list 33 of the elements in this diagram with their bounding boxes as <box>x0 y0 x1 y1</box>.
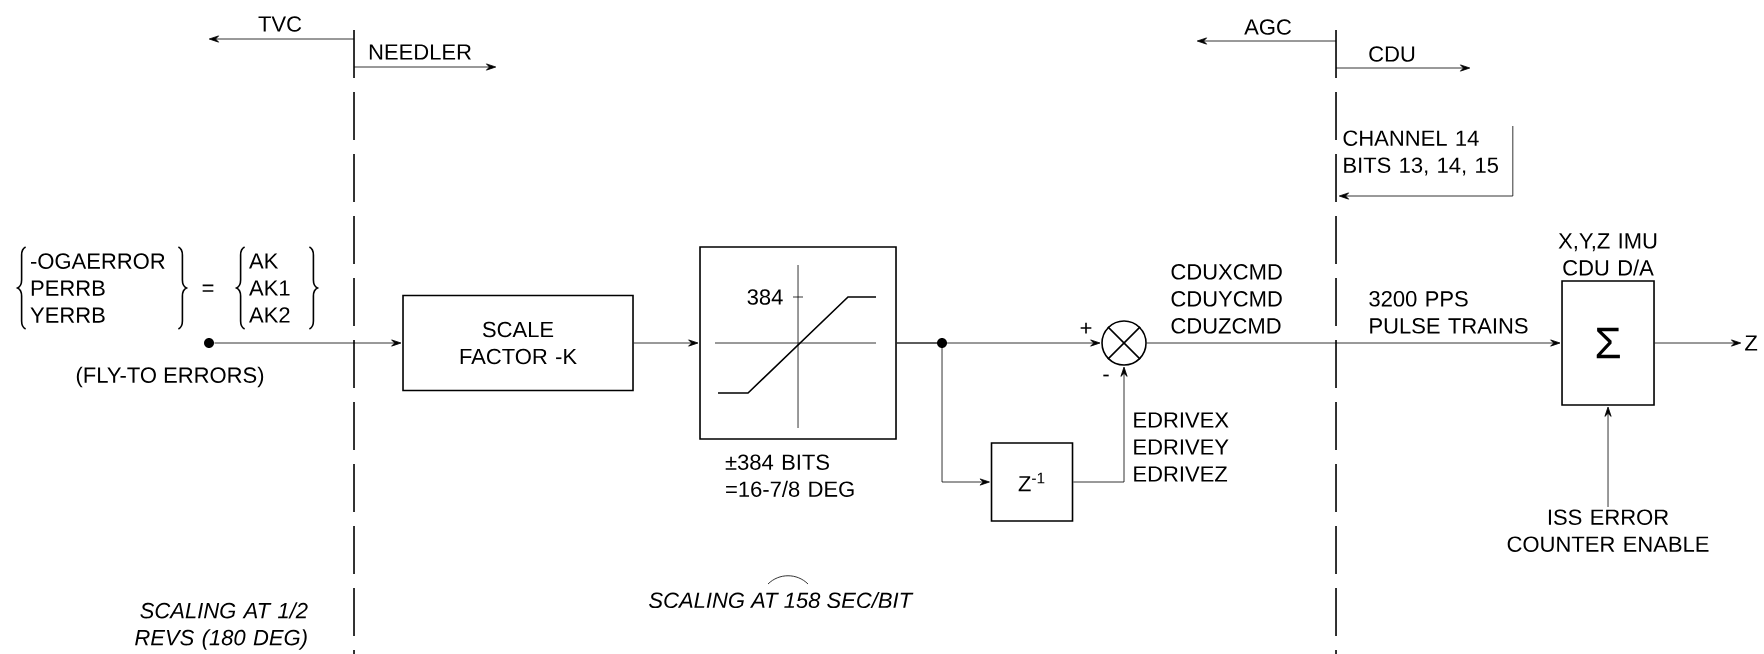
note: (FLY-TO ERRORS) <box>76 366 264 388</box>
delay-box: Z$^{-1}$ <box>990 442 1074 522</box>
sign-label: + <box>1080 322 1092 334</box>
interface-label: CDU <box>1369 46 1415 62</box>
braced-variable-list: -OGAERROR PERRB YERRB <box>16 246 188 330</box>
arrow <box>1072 366 1128 483</box>
summing-junction <box>1101 320 1147 366</box>
arrow <box>214 339 402 347</box>
arrow <box>1604 406 1612 508</box>
node-label: ±384 BITS =16-7/8 DEG <box>725 454 854 497</box>
arrow <box>633 339 699 347</box>
arrow <box>1338 125 1514 200</box>
interface-label: TVC <box>258 16 302 32</box>
scale-factor-box: SCALE FACTOR -K <box>402 294 634 392</box>
sign-label: - <box>1103 374 1109 377</box>
summation-box: Σ <box>1561 280 1655 406</box>
interface-label: AGC <box>1244 19 1292 35</box>
channel-label: CHANNEL 14 BITS 13, 14, 15 <box>1343 130 1498 176</box>
input-label: ISS ERROR COUNTER ENABLE <box>1507 509 1709 552</box>
arrow <box>1654 339 1742 347</box>
braced-variable-list: AK AK1 AK2 <box>235 246 319 330</box>
arrow <box>1146 339 1561 347</box>
node-label: X,Y,Z IMU CDU D/A <box>1558 233 1657 276</box>
signal-label: EDRIVEX EDRIVEY EDRIVEZ <box>1134 412 1229 482</box>
signal-label: CDUXCMD CDUYCMD CDUZCMD <box>1171 264 1282 334</box>
equals-sign: = <box>202 284 214 292</box>
scaling-note: SCALING AT 1/2 REVS (180 DEG) <box>135 602 308 650</box>
output-label: Z <box>1745 335 1758 351</box>
interface-label: NEEDLER <box>369 44 471 60</box>
signal-label: 3200 PPS PULSE TRAINS <box>1369 291 1528 334</box>
limiter-box: 384 <box>699 246 897 440</box>
arrow <box>896 342 990 486</box>
scaling-note: SCALING AT 158 SEC/BIT <box>649 575 914 609</box>
